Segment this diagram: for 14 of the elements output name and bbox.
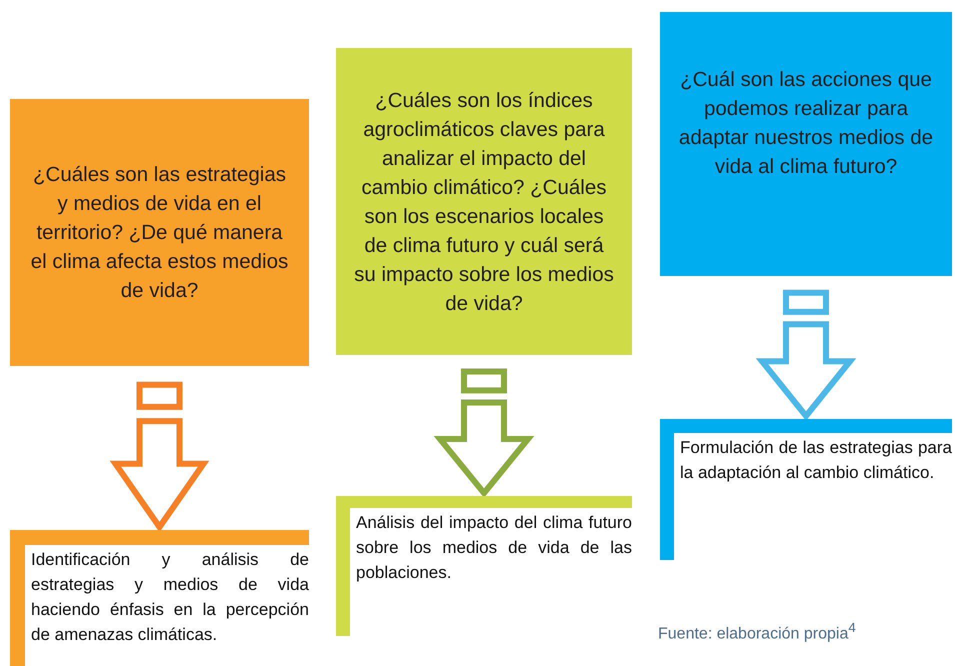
block-arrow <box>434 368 534 498</box>
box-text: Análisis del impacto del clima futuro sobre los medios de vida de las poblaciones. <box>355 512 632 584</box>
box-text: ¿Cuáles son los índices agroclimáticos claves para analizar el impacto del cambio climático? ¿Cuáles son los escenarios locales de clima futuro y cuál será su impacto sobre los medios de vida? <box>353 88 615 316</box>
box-text: Identificación y análisis de estrategias y medios de vida haciendo énfasis en la percepción de amenazas climáticas. <box>30 549 309 646</box>
question-box <box>10 99 309 366</box>
block-arrow <box>110 382 210 532</box>
result-box <box>10 530 309 666</box>
box-text: Formulación de las estrategias para la adaptación al cambio climático. <box>679 437 952 484</box>
box-text: ¿Cuáles son las estrategias y medios de vida en el territorio? ¿De qué manera el clima afecta estos medios de vida? <box>30 162 290 304</box>
block-arrow <box>756 290 856 421</box>
question-box <box>660 12 952 276</box>
box-text: ¿Cuál son las acciones que podemos realizar para adaptar nuestros medios de vida al clima futuro? <box>678 67 934 180</box>
question-box <box>336 48 632 355</box>
source-caption: Fuente: elaboración propia$^{4}$ <box>658 620 856 644</box>
